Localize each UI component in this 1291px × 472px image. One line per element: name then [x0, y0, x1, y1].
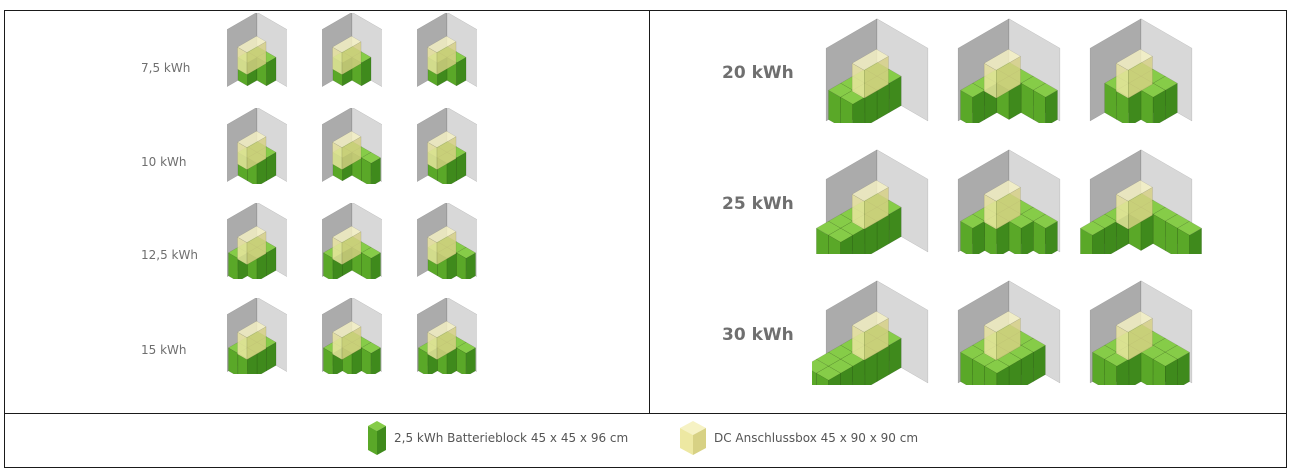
dc-connection-box-icon — [680, 421, 706, 455]
configuration-10-kwh-variant-2 — [322, 108, 382, 184]
isometric-scene-4-3 — [417, 298, 477, 374]
row-label-20-kwh: 20 kWh — [722, 63, 794, 83]
configuration-15-kwh-variant-3 — [417, 298, 477, 374]
configuration-7-5-kwh-variant-3 — [417, 13, 477, 89]
configuration-25-kwh-variant-3 — [1076, 144, 1206, 254]
configuration-30-kwh-variant-2 — [944, 275, 1074, 385]
configuration-30-kwh-variant-1 — [812, 275, 942, 385]
isometric-scene-3-2 — [322, 203, 382, 279]
configuration-10-kwh-variant-3 — [417, 108, 477, 184]
isometric-scene-3-2 — [957, 280, 1061, 385]
isometric-scene-2-3 — [1079, 149, 1203, 254]
isometric-scene-2-1 — [227, 108, 287, 184]
configuration-25-kwh-variant-1 — [812, 144, 942, 254]
left-panel-small-configurations: 7,5 kWh 10 kWh 12,5 kWh 15 kWh — [5, 11, 649, 413]
configuration-20-kwh-variant-3 — [1076, 13, 1206, 123]
row-label-10-kwh: 10 kWh — [141, 155, 187, 169]
configuration-25-kwh-variant-2 — [944, 144, 1074, 254]
legend-battery-label: 2,5 kWh Batterieblock 45 x 45 x 96 cm — [394, 431, 629, 445]
isometric-scene-2-2 — [322, 108, 382, 184]
configuration-15-kwh-variant-1 — [227, 298, 287, 374]
isometric-scene-1-3 — [417, 13, 477, 88]
row-label-30-kwh: 30 kWh — [722, 325, 794, 345]
isometric-scene-1-2 — [957, 18, 1061, 123]
legend-box-label: DC Anschlussbox 45 x 90 x 90 cm — [714, 431, 919, 445]
isometric-scene-2-2 — [957, 149, 1061, 254]
isometric-scene-4-1 — [227, 298, 287, 374]
legend-item-battery: 2,5 kWh Batterieblock 45 x 45 x 96 cm — [366, 420, 628, 456]
row-label-25-kwh: 25 kWh — [722, 194, 794, 214]
row-label-12-5-kwh: 12,5 kWh — [141, 248, 198, 262]
configuration-20-kwh-variant-2 — [944, 13, 1074, 123]
horizontal-divider — [4, 413, 1287, 414]
configuration-20-kwh-variant-1 — [812, 13, 942, 123]
isometric-scene-4-2 — [322, 298, 382, 374]
isometric-scene-2-3 — [417, 108, 477, 184]
right-panel-large-configurations: 20 kWh 25 kWh 30 kWh — [650, 11, 1286, 413]
isometric-scene-3-1 — [227, 203, 287, 279]
isometric-scene-1-3 — [1089, 18, 1193, 123]
isometric-scene-3-3 — [417, 203, 477, 279]
legend-item-dc-box: DC Anschlussbox 45 x 90 x 90 cm — [678, 420, 918, 456]
configuration-12-5-kwh-variant-3 — [417, 203, 477, 279]
isometric-scene-1-1 — [825, 18, 929, 123]
isometric-scene-3-1 — [812, 280, 929, 385]
configuration-15-kwh-variant-2 — [322, 298, 382, 374]
row-label-15-kwh: 15 kWh — [141, 343, 187, 357]
isometric-scene-2-1 — [815, 149, 929, 254]
configuration-30-kwh-variant-3 — [1076, 275, 1206, 385]
isometric-scene-1-1 — [227, 13, 287, 88]
diagram-frame — [4, 10, 1287, 468]
isometric-scene-1-2 — [322, 13, 382, 88]
row-label-7-5-kwh: 7,5 kWh — [141, 61, 191, 75]
configuration-7-5-kwh-variant-1 — [227, 13, 287, 89]
configuration-12-5-kwh-variant-2 — [322, 203, 382, 279]
configuration-7-5-kwh-variant-2 — [322, 13, 382, 89]
isometric-scene-3-3 — [1089, 280, 1193, 385]
battery-block-icon — [368, 421, 386, 455]
configuration-10-kwh-variant-1 — [227, 108, 287, 184]
vertical-divider — [649, 10, 650, 414]
legend: 2,5 kWh Batterieblock 45 x 45 x 96 cm DC… — [0, 414, 1291, 468]
configuration-12-5-kwh-variant-1 — [227, 203, 287, 279]
